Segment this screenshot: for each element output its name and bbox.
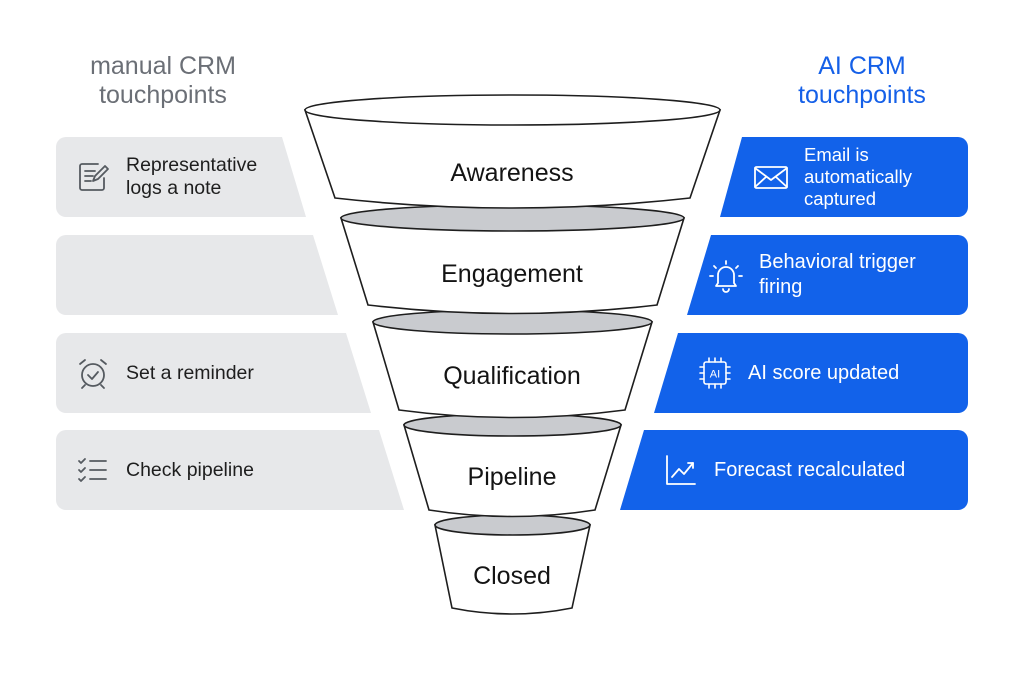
ai-card-label: AI score updated: [748, 361, 900, 384]
ai-card-behavioral-trigger: Behavioral trigger firing: [687, 235, 968, 315]
ai-chip-icon: AI: [696, 354, 734, 392]
manual-card-label: Check pipeline: [126, 458, 254, 481]
envelope-icon: [752, 158, 790, 196]
ai-header-line-1: AI CRM: [818, 52, 906, 80]
trend-chart-icon: [662, 451, 700, 489]
manual-card-log-note: Representative logs a note: [56, 137, 306, 217]
stage-label-qualification: Qualification: [443, 362, 581, 390]
ai-header-line-2: touchpoints: [798, 81, 926, 109]
ai-card-forecast: Forecast recalculated: [620, 430, 968, 510]
stage-label-closed: Closed: [473, 562, 551, 590]
manual-crm-header: manual CRM touchpoints: [53, 52, 273, 110]
manual-card-check-pipeline: Check pipeline: [56, 430, 404, 510]
manual-header-line-2: touchpoints: [99, 81, 227, 109]
ai-card-label: Behavioral trigger firing: [759, 251, 916, 298]
alarm-clock-icon: [74, 354, 112, 392]
funnel-stage-pipeline: Pipeline: [402, 413, 623, 518]
stage-label-pipeline: Pipeline: [468, 463, 557, 491]
note-edit-icon: [74, 158, 112, 196]
ai-chip-text: AI: [710, 369, 720, 381]
stage-label-engagement: Engagement: [441, 260, 583, 288]
funnel-stage-closed: Closed: [434, 514, 591, 615]
funnel-stage-engagement: Engagement: [339, 204, 686, 315]
manual-card-reminder: Set a reminder: [56, 333, 371, 413]
stage-label-awareness: Awareness: [450, 159, 573, 187]
bell-icon: [707, 256, 745, 294]
manual-card-label: Representative logs a note: [126, 154, 258, 199]
funnel-stage-awareness: Awareness: [303, 94, 722, 209]
manual-header-line-1: manual CRM: [90, 52, 236, 80]
ai-card-label: Forecast recalculated: [714, 458, 906, 481]
ai-card-label: Email is automatically captured: [804, 144, 912, 209]
manual-card-label: Set a reminder: [126, 361, 254, 384]
ai-card-email-captured: Email is automatically captured: [720, 137, 968, 217]
ai-card-ai-score: AI AI score updated: [654, 333, 968, 413]
manual-card-empty: [56, 235, 338, 315]
funnel-stage-qualification: Qualification: [371, 309, 654, 419]
checklist-icon: [74, 451, 112, 489]
ai-crm-header: AI CRM touchpoints: [752, 52, 972, 110]
